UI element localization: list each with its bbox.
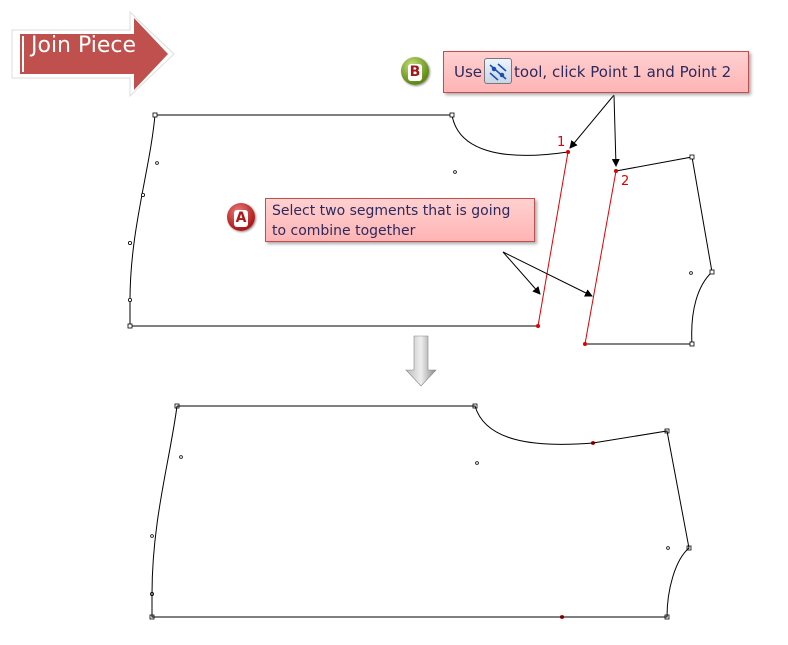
join-tool-icon bbox=[484, 57, 513, 84]
step-b-badge: B bbox=[401, 57, 429, 85]
point-2-label: 2 bbox=[621, 174, 630, 189]
page-title: Join Piece bbox=[31, 33, 137, 58]
step-a-letter: A bbox=[234, 210, 248, 227]
back-piece-before bbox=[584, 156, 713, 345]
down-arrow-icon bbox=[405, 335, 437, 387]
step-b-callout: Use tool, click Point 1 and Point 2 bbox=[443, 51, 749, 93]
step-b-text-after: tool, click Point 1 and Point 2 bbox=[514, 63, 732, 81]
step-b-text-before: Use bbox=[454, 63, 483, 81]
step-a-text: Select two segments that is going to com… bbox=[272, 203, 511, 239]
point-1-label: 1 bbox=[557, 135, 566, 150]
joined-piece-after bbox=[151, 405, 690, 618]
step-b-letter: B bbox=[408, 64, 422, 81]
step-a-callout: Select two segments that is going to com… bbox=[265, 198, 535, 242]
title-arrow-shape bbox=[11, 10, 175, 98]
step-a-badge: A bbox=[227, 203, 255, 231]
selected-segment-1 bbox=[537, 151, 569, 327]
selected-segment-2 bbox=[584, 170, 617, 345]
